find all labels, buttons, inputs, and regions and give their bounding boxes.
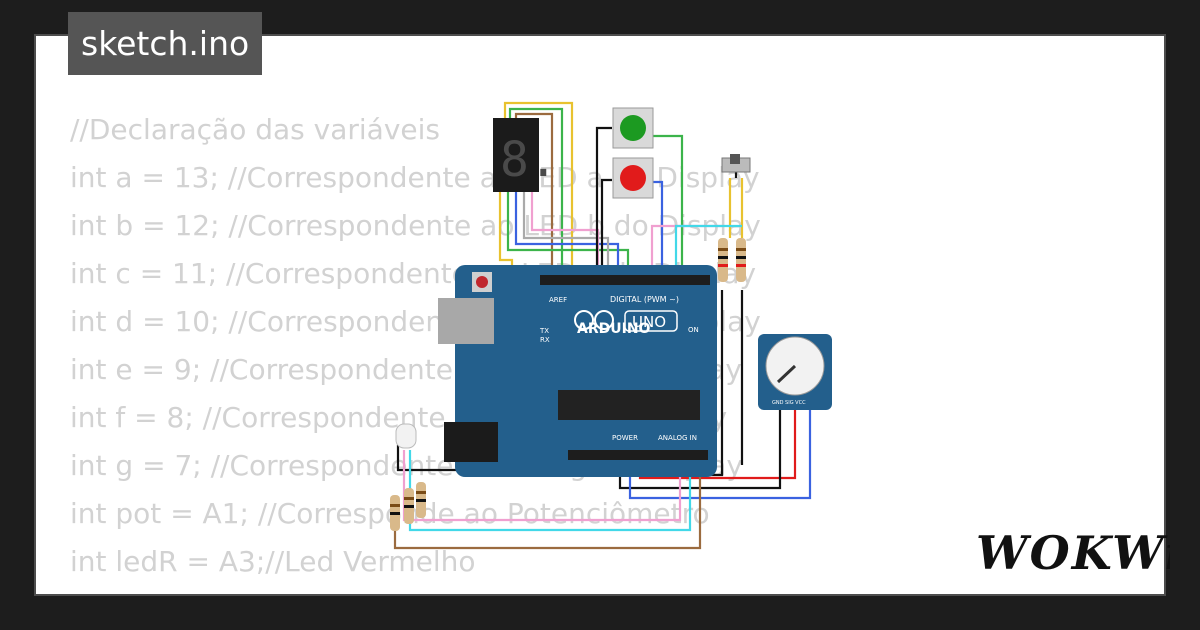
- rgb-led[interactable]: [395, 423, 417, 449]
- red-pushbutton[interactable]: [612, 157, 654, 199]
- wokwi-logo: WOKWi: [976, 526, 1170, 575]
- on-label: ON: [688, 326, 699, 334]
- infinity-logo-left: [574, 310, 594, 330]
- segment-digit: 8.: [500, 132, 558, 188]
- digital-header: [540, 275, 710, 285]
- resistor: [736, 238, 746, 282]
- analog-label: ANALOG IN: [658, 434, 697, 442]
- uno-label: UNO: [632, 313, 666, 331]
- resistor: [718, 238, 728, 282]
- arduino-uno-board[interactable]: AREF DIGITAL (PWM ~) ARDUINO UNO TX RX O…: [438, 265, 717, 477]
- uno-badge: [624, 310, 678, 332]
- rx-label: RX: [540, 336, 550, 344]
- code-line: int ledR = A3;//Led Vermelho: [70, 545, 476, 578]
- resistor: [416, 482, 426, 518]
- slide-switch[interactable]: [721, 154, 751, 173]
- code-line: int b = 12; //Correspondente ao LED b do…: [70, 209, 761, 242]
- power-jack: [444, 422, 498, 462]
- digital-label: DIGITAL (PWM ~): [610, 295, 679, 304]
- tx-label: TX: [539, 327, 549, 335]
- sketch-filename: sketch.ino: [68, 12, 263, 75]
- atmega-chip: [558, 390, 700, 420]
- potentiometer[interactable]: GND SIG VCC: [758, 334, 832, 410]
- pot-pin-labels: GND SIG VCC: [772, 400, 806, 406]
- code-line: //Declaração das variáveis: [70, 113, 441, 146]
- usb-port: [438, 298, 494, 344]
- circuit-diagram: AREF DIGITAL (PWM ~) ARDUINO UNO TX RX O…: [390, 101, 832, 550]
- green-pushbutton[interactable]: [612, 107, 654, 149]
- reset-button-cap[interactable]: [476, 276, 488, 288]
- resistor: [404, 488, 414, 524]
- analog-header: [568, 450, 708, 460]
- resistor: [390, 495, 400, 531]
- code-line: int ledG = A4;//Led Verde: [70, 586, 761, 594]
- wokwi-logo-text: WOKWi: [976, 526, 1170, 575]
- potentiometer-knob-indicator: [776, 364, 797, 384]
- seven-segment-display[interactable]: 8.: [493, 118, 558, 192]
- board-body: [455, 265, 717, 477]
- power-label: POWER: [612, 434, 638, 442]
- infinity-logo-right: [594, 310, 614, 330]
- aref-label: AREF: [549, 296, 567, 304]
